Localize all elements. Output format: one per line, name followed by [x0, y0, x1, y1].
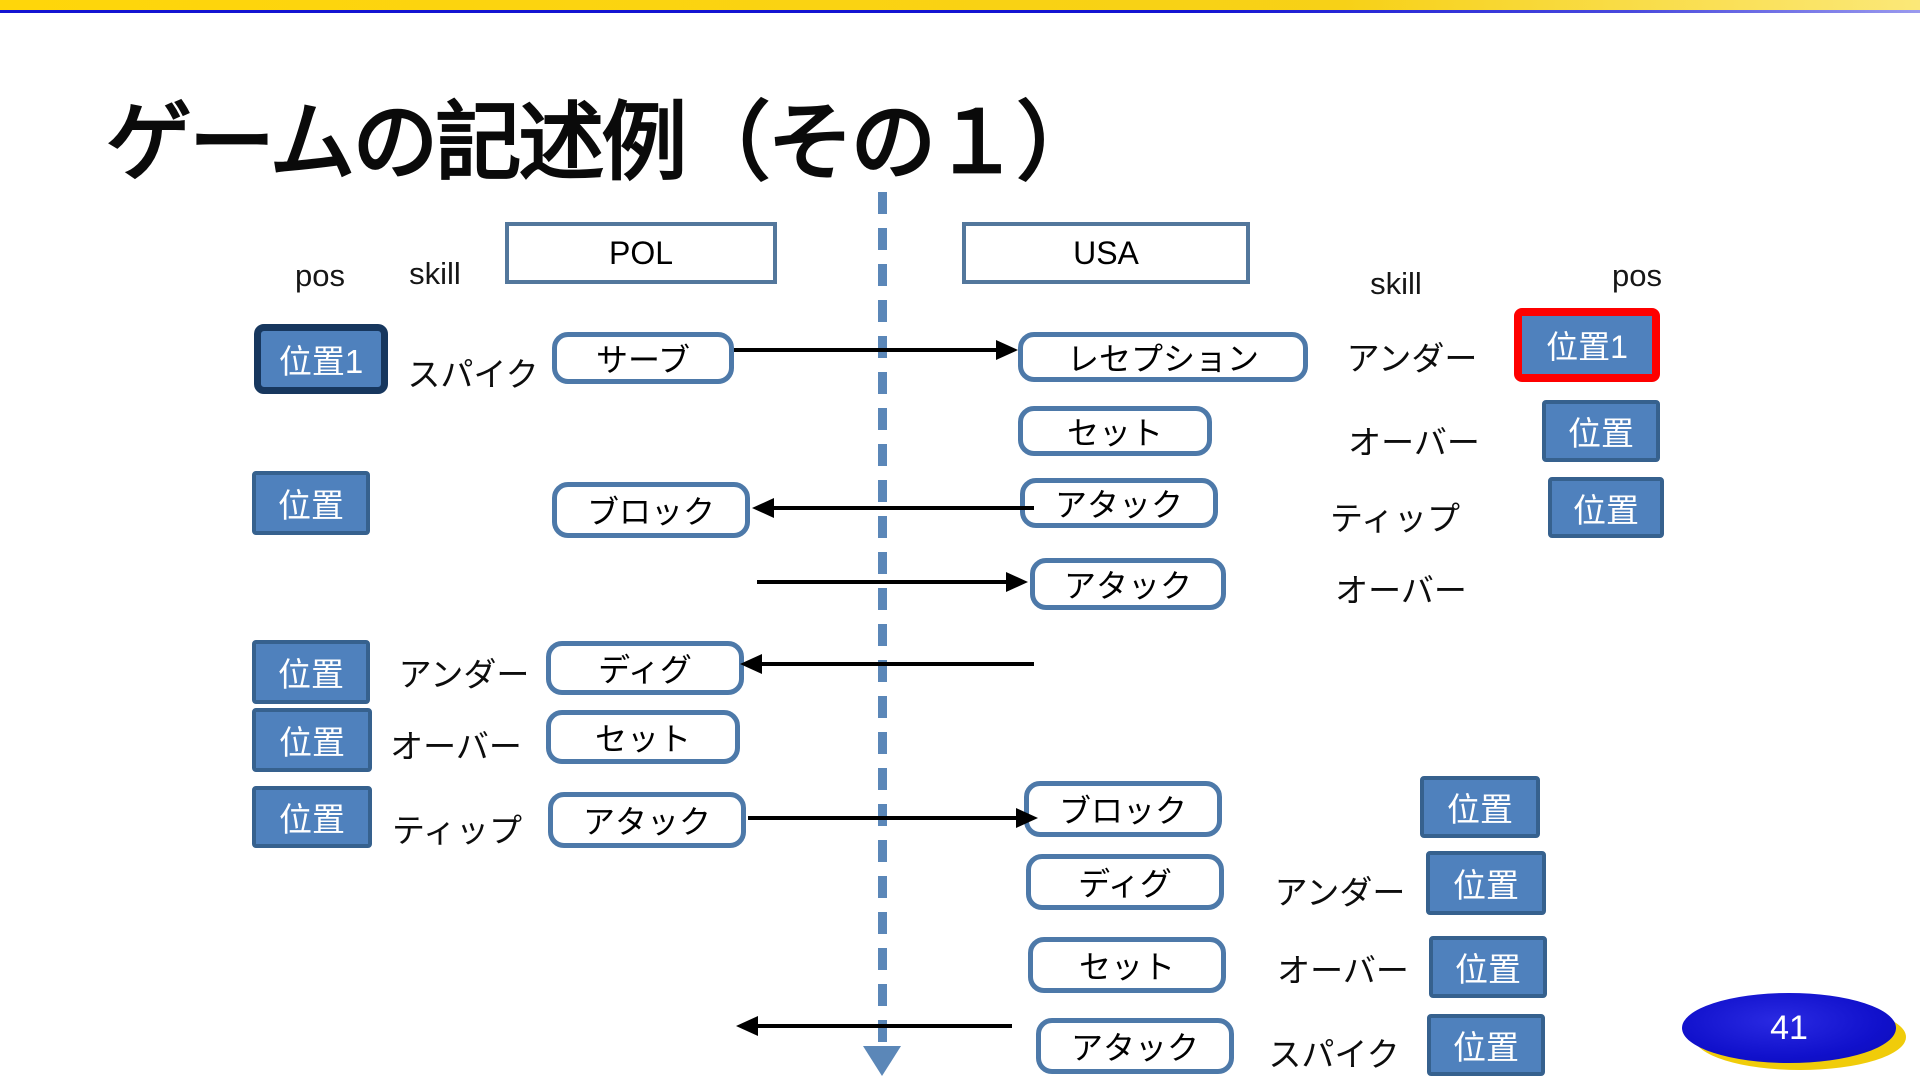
pos-box-usa-set2: 位置 — [1429, 936, 1547, 998]
arrow-serve-to-reception — [734, 348, 996, 352]
arrow-left-icon — [736, 1016, 758, 1036]
page-number-badge: 41 — [1682, 993, 1896, 1063]
top-yellow-bar — [0, 0, 1920, 10]
action-box-pol-dig: ディグ — [546, 641, 744, 695]
skill-label-usa-reception: アンダー — [1346, 340, 1478, 377]
arrow-to-attack — [757, 580, 1006, 584]
action-box-pol-set: セット — [546, 710, 740, 764]
pos-box-pol-dig: 位置 — [252, 640, 370, 704]
pos-box-usa-dig: 位置 — [1426, 851, 1546, 915]
action-box-usa-attack3: アタック — [1036, 1018, 1234, 1074]
action-box-usa-dig: ディグ — [1026, 854, 1224, 910]
action-box-pol-serve: サーブ — [552, 332, 734, 384]
pos-box-usa-attack3: 位置 — [1427, 1014, 1545, 1076]
pos-box-usa-set1: 位置 — [1542, 400, 1660, 462]
header-skill-left: skill — [409, 256, 461, 291]
pos-box-pol-attack: 位置 — [252, 786, 372, 848]
skill-label-usa-set2: オーバー — [1277, 952, 1409, 989]
action-box-usa-reception: レセプション — [1018, 332, 1308, 382]
team-box-pol: POL — [505, 222, 777, 284]
pos-box-pol-serve: 位置1 — [254, 324, 388, 394]
skill-label-usa-attack2: オーバー — [1335, 572, 1467, 609]
page-title: ゲームの記述例（その１） — [106, 95, 1102, 191]
team-box-usa: USA — [962, 222, 1250, 284]
arrow-right-icon — [1006, 572, 1028, 592]
arrow-attack-to-block-usa — [748, 816, 1016, 820]
arrow-left-icon — [752, 498, 774, 518]
skill-label-usa-attack1: ティップ — [1330, 500, 1461, 537]
header-pos-right: pos — [1612, 258, 1662, 293]
header-skill-right: skill — [1370, 266, 1422, 301]
action-box-usa-attack2: アタック — [1030, 558, 1226, 610]
pos-box-pol-block: 位置 — [252, 471, 370, 535]
net-dashed-line — [878, 192, 887, 1044]
action-box-pol-attack: アタック — [548, 792, 746, 848]
arrow-attack-to-block — [772, 506, 1034, 510]
skill-label-pol-serve: スパイク — [407, 356, 539, 393]
skill-label-usa-dig: アンダー — [1274, 874, 1406, 911]
action-box-usa-block: ブロック — [1024, 781, 1222, 837]
skill-label-pol-attack: ティップ — [392, 812, 523, 849]
skill-label-pol-dig: アンダー — [398, 656, 530, 693]
arrow-to-dig — [760, 662, 1034, 666]
page-number: 41 — [1770, 1008, 1808, 1047]
action-box-pol-block: ブロック — [552, 482, 750, 538]
pos-box-usa-attack1: 位置 — [1548, 477, 1664, 538]
pos-box-usa-block: 位置 — [1420, 776, 1540, 838]
skill-label-usa-attack3: スパイク — [1268, 1036, 1400, 1073]
action-box-usa-set1: セット — [1018, 406, 1212, 456]
action-box-usa-set2: セット — [1028, 937, 1226, 993]
arrow-right-icon — [996, 340, 1018, 360]
skill-label-pol-set: オーバー — [390, 728, 522, 765]
pos-box-pol-set: 位置 — [252, 708, 372, 772]
skill-label-usa-set1: オーバー — [1348, 424, 1480, 461]
header-pos-left: pos — [295, 258, 345, 293]
pos-box-usa-reception: 位置1 — [1514, 308, 1660, 382]
action-box-usa-attack1: アタック — [1020, 478, 1218, 528]
arrow-left-icon — [740, 654, 762, 674]
arrow-right-icon — [1016, 808, 1038, 828]
net-arrow-down-icon — [863, 1046, 901, 1076]
arrow-attack-to-pol — [756, 1024, 1012, 1028]
